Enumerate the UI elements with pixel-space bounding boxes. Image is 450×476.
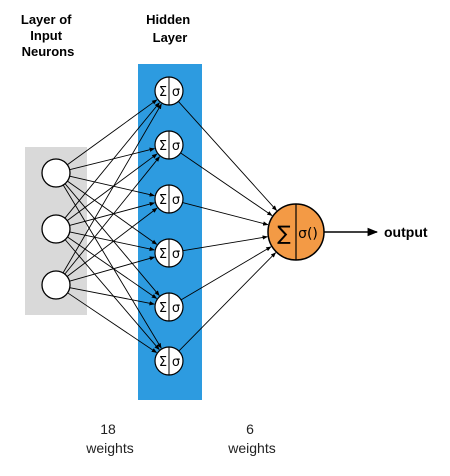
input-hidden-edge: [69, 231, 155, 251]
input-neuron: [41, 214, 71, 244]
input-hidden-edge: [67, 292, 158, 354]
hidden-sum-symbol: Σ: [159, 139, 167, 154]
input-hidden-edge: [69, 287, 155, 306]
input-hidden-edge: [64, 156, 160, 275]
hidden-activation-symbol: σ: [172, 85, 180, 100]
hidden-activation-symbol: σ: [172, 301, 180, 316]
input-weights-label: 18 weights: [85, 421, 133, 456]
input-hidden-edge: [66, 207, 158, 277]
hidden-layer-title: Hidden Layer: [146, 12, 194, 45]
hidden-sum-symbol: Σ: [159, 247, 167, 262]
hidden-activation-symbol: σ: [172, 355, 180, 370]
input-hidden-edge: [69, 202, 156, 226]
hidden-output-edge: [182, 235, 268, 252]
output-neuron: ∑ σ(): [267, 203, 325, 261]
input-hidden-edge: [67, 236, 158, 299]
input-layer-title: Layer of Input Neurons: [21, 12, 75, 59]
input-hidden-edge: [69, 175, 155, 197]
hidden-output-edge: [180, 246, 272, 301]
input-hidden-edge: [66, 153, 158, 222]
hidden-layer-band: [138, 64, 202, 400]
hidden-sum-symbol: Σ: [159, 301, 167, 316]
connections: [62, 99, 277, 354]
output-sum-symbol: ∑: [277, 221, 291, 245]
hidden-sum-symbol: Σ: [159, 355, 167, 370]
hidden-activation-symbol: σ: [172, 193, 180, 208]
hidden-output-edge: [180, 152, 273, 216]
input-hidden-edge: [69, 256, 156, 282]
output-weights-label: 6 weights: [227, 421, 275, 456]
input-hidden-edge: [67, 180, 158, 245]
hidden-output-edge: [178, 101, 277, 211]
input-hidden-edge: [69, 147, 155, 171]
hidden-activation-symbol: σ: [172, 247, 180, 262]
input-neuron: [41, 270, 71, 300]
input-neurons: [41, 158, 71, 300]
input-hidden-edge: [64, 183, 160, 296]
input-hidden-edge: [62, 103, 162, 274]
hidden-sum-symbol: Σ: [159, 85, 167, 100]
output-label: output: [384, 224, 428, 240]
input-neuron: [41, 158, 71, 188]
hidden-sum-symbol: Σ: [159, 193, 167, 208]
input-hidden-edge: [64, 102, 160, 219]
input-hidden-edge: [62, 184, 162, 349]
output-activation-label: σ(): [298, 226, 318, 242]
hidden-output-edge: [178, 252, 277, 352]
input-hidden-edge: [67, 99, 158, 166]
hidden-output-edge: [182, 202, 269, 226]
input-hidden-edge: [64, 239, 160, 351]
hidden-activation-symbol: σ: [172, 139, 180, 154]
